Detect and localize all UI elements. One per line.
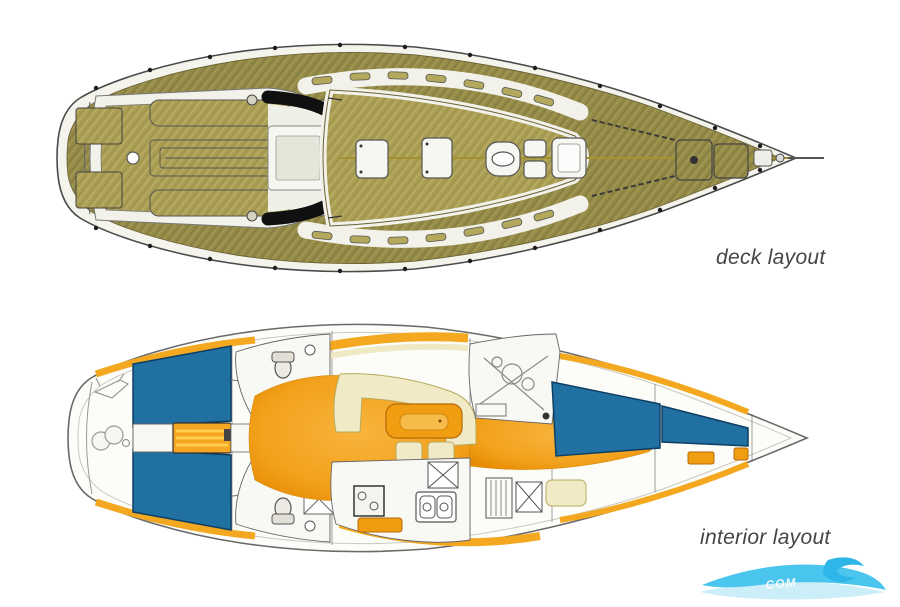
aft-berth-port xyxy=(132,345,232,428)
forestay-fitting xyxy=(775,153,785,163)
transom-inner-line xyxy=(86,381,93,495)
fridge-hatch xyxy=(515,481,543,513)
engine-stripes xyxy=(176,429,228,447)
stanchion-dots xyxy=(93,42,763,274)
coachroof-outline xyxy=(322,89,586,227)
salon-stool xyxy=(395,441,423,463)
cockpit-bench-aft-starboard xyxy=(75,171,123,209)
toilet-tank-port xyxy=(271,351,295,363)
sink-drain xyxy=(422,502,432,512)
companionway-hatch-inner xyxy=(275,135,321,181)
forward-berth-main xyxy=(551,381,661,457)
windlass-gypsy xyxy=(690,156,698,164)
mooring-cleats xyxy=(327,97,343,219)
galley-cabinet-orange xyxy=(357,517,403,533)
wheel-pedestal xyxy=(126,151,140,165)
nav-seat xyxy=(545,479,587,507)
sink-starboard xyxy=(304,520,316,532)
stern-gear-sketch xyxy=(91,373,131,451)
workshop-machinery xyxy=(475,355,550,420)
dorade-vent xyxy=(523,139,547,158)
bow-locker-orange xyxy=(733,447,749,461)
salon-table-inner xyxy=(399,413,449,431)
deck-layout-caption: deck layout xyxy=(716,246,826,269)
side-deck-treads xyxy=(311,71,555,245)
deck-hatch xyxy=(355,139,389,179)
engine-panel xyxy=(224,429,232,441)
windlass-box xyxy=(713,143,749,179)
watermark-text: COM xyxy=(765,575,797,592)
wave-logo: COM xyxy=(700,557,886,600)
bow-locker-orange xyxy=(687,451,715,465)
sink-bowl xyxy=(419,495,436,519)
interior-plan xyxy=(67,323,810,553)
hatch-dots xyxy=(359,142,429,174)
toilet-tank-starboard xyxy=(271,513,295,525)
deck-hatches xyxy=(355,137,587,179)
wave-swoosh xyxy=(702,564,886,590)
lazarette xyxy=(132,423,174,453)
louvered-locker xyxy=(485,477,513,519)
fender xyxy=(104,425,124,445)
interior-layout-caption: interior layout xyxy=(700,526,831,549)
table-dot xyxy=(438,419,442,423)
stove xyxy=(353,485,385,517)
mast-collar-inner xyxy=(491,151,515,167)
sink-bowl xyxy=(436,495,453,519)
icebox-hatch xyxy=(427,461,459,489)
burner xyxy=(357,491,367,501)
deck-hatch xyxy=(421,137,453,179)
sink-drain xyxy=(439,502,449,512)
forward-hatch-inner xyxy=(557,143,581,173)
cockpit-bench-aft-port xyxy=(75,107,123,145)
sink-unit xyxy=(415,491,457,523)
wave-crest xyxy=(823,557,864,583)
forward-berth-pullman xyxy=(661,405,749,447)
dorade-vent xyxy=(523,160,547,179)
bow-fitting xyxy=(753,149,773,167)
sink-port xyxy=(304,344,316,356)
deck-plan xyxy=(56,42,824,274)
burner xyxy=(369,501,379,511)
